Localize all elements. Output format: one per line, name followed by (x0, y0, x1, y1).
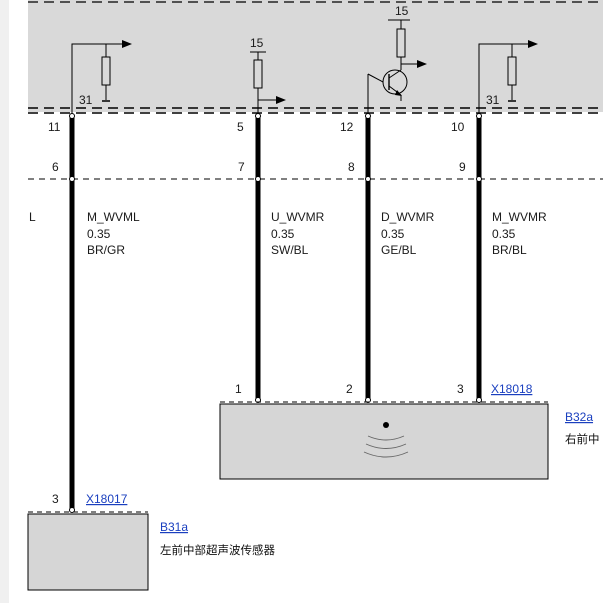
control-unit-area (28, 0, 603, 112)
ground-label: 31 (79, 93, 93, 107)
connector-pin-number: 9 (459, 160, 466, 174)
connector-pin-number: 8 (348, 160, 355, 174)
component-link-b31a[interactable]: B31a (160, 520, 188, 534)
wire-size: 0.35 (492, 227, 516, 241)
left-margin-strip (0, 0, 9, 603)
ultrasonic-wave-icon (363, 422, 409, 458)
sensor-pin-number: 3 (457, 382, 464, 396)
pin-number: 12 (340, 120, 354, 134)
wire-label-m-wvmr: M_WVMR 0.35 BR/BL (492, 210, 547, 257)
wire-label-u-wvmr: U_WVMR 0.35 SW/BL (271, 210, 325, 257)
sensor-pin-number: 3 (52, 492, 59, 506)
connector-link-x18018[interactable]: X18018 (491, 382, 533, 396)
component-description: 左前中部超声波传感器 (160, 543, 275, 557)
ground-circuit-left: 31 (71, 40, 132, 116)
wire-size: 0.35 (271, 227, 295, 241)
transistor-circuit-12: 15 (367, 4, 427, 116)
wire-size: 0.35 (87, 227, 111, 241)
ground-arrow-icon (122, 40, 132, 48)
ground-circuit-right: 31 (478, 40, 538, 116)
wire-name: M_WVML (87, 210, 140, 224)
supply-label: 15 (250, 36, 264, 50)
pin-number: 10 (451, 120, 465, 134)
connector-pin-number: 7 (238, 160, 245, 174)
supply-circuit-5: 15 (250, 36, 286, 116)
pin-dots (69, 113, 482, 513)
wire-name: U_WVMR (271, 210, 325, 224)
wire-color: GE/BL (381, 243, 417, 257)
wire-color: SW/BL (271, 243, 309, 257)
pin-number: 5 (237, 120, 244, 134)
supply-label: 15 (395, 4, 409, 18)
wire-partial-label: L (29, 210, 36, 224)
output-arrow-icon (276, 96, 286, 104)
connector-pin-number: 6 (52, 160, 59, 174)
wire-label-m-wvml: M_WVML 0.35 BR/GR (87, 210, 140, 257)
wire-size: 0.35 (381, 227, 405, 241)
wire-color: BR/GR (87, 243, 125, 257)
sensor-b31a: 3 X18017 B31a 左前中部超声波传感器 (27, 492, 275, 591)
sensor-body (27, 513, 149, 591)
wire-name: D_WVMR (381, 210, 435, 224)
component-link-b32a[interactable]: B32a (565, 410, 593, 424)
sensor-body (219, 403, 549, 480)
sensor-b32a: 1 2 3 X18018 B32a 右前中 (219, 382, 600, 480)
ground-arrow-icon (528, 40, 538, 48)
wire-name: M_WVMR (492, 210, 547, 224)
pin-number: 11 (48, 120, 61, 134)
output-arrow-icon (417, 60, 427, 68)
wire-label-d-wvmr: D_WVMR 0.35 GE/BL (381, 210, 435, 257)
component-description: 右前中 (565, 432, 600, 446)
sensor-pin-number: 2 (346, 382, 353, 396)
sensor-pin-number: 1 (235, 382, 242, 396)
wire-color: BR/BL (492, 243, 527, 257)
connector-link-x18017[interactable]: X18017 (86, 492, 128, 506)
ground-label: 31 (486, 93, 500, 107)
